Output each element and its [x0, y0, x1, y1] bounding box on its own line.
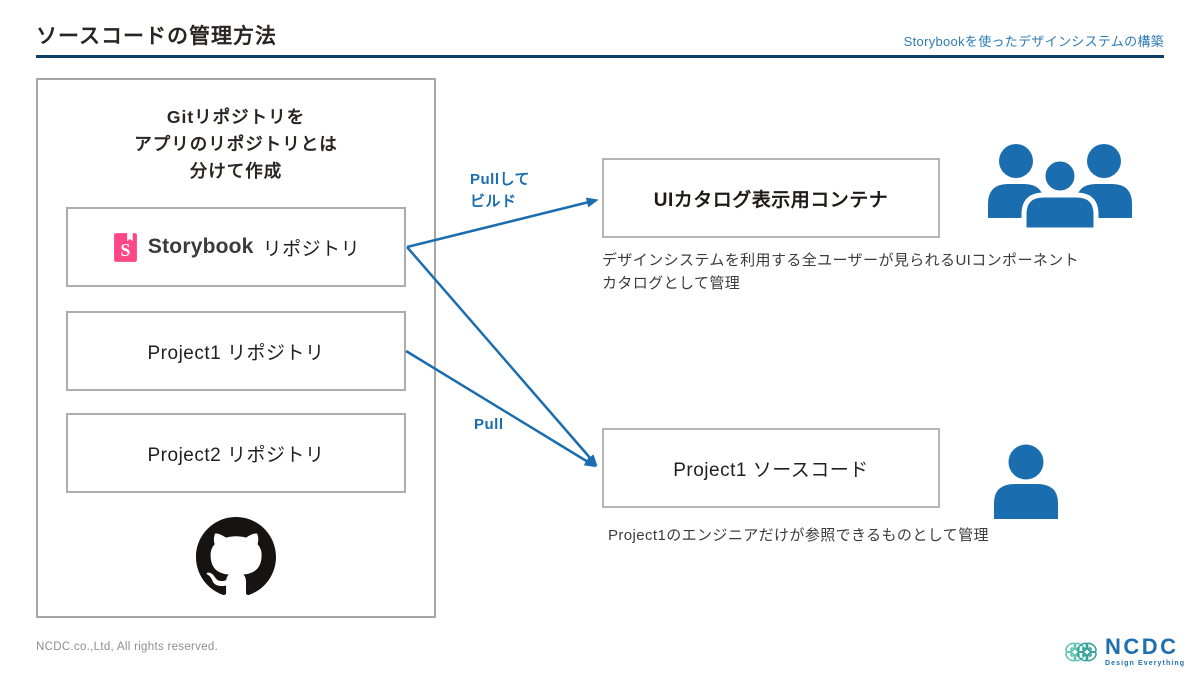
git-repositories-panel: Gitリポジトリを アプリのリポジトリとは 分けて作成 S Storybook … [36, 78, 436, 618]
ncdc-flower-icon [1065, 642, 1097, 661]
single-user-shape [994, 444, 1058, 519]
project2-repo-box: Project2 リポジトリ [66, 413, 406, 493]
github-icon [196, 517, 276, 597]
storybook-logo-letter: S [120, 239, 130, 259]
ui-catalog-title: UIカタログ表示用コンテナ [653, 189, 889, 211]
project1-source-title: Project1 ソースコード [673, 459, 869, 481]
three-users-icon [988, 144, 1132, 233]
pull-and-build-label-line: Pullして [470, 171, 531, 188]
single-user-icon [988, 441, 1064, 524]
ncdc-brand-text: NCDC [1105, 634, 1179, 659]
ncdc-tagline-text: Design Everything [1105, 660, 1186, 667]
project1-source-description-line: Project1のエンジニアだけが参照できるものとして管理 [608, 527, 989, 544]
storybook-brand-text: Storybook [147, 235, 254, 258]
page-subtitle: Storybookを使ったデザインシステムの構築 [903, 34, 1164, 49]
single-user-icon-svg [994, 444, 1058, 519]
storybook-icon: S [114, 232, 137, 262]
ncdc-logo-text: NCDC Design Everything [1105, 634, 1186, 668]
pull-and-build-label-line: ビルド [470, 192, 517, 210]
project1-repo-label: Project1 リポジトリ [147, 342, 325, 364]
storybook-book-shape [114, 232, 137, 262]
github-octocat-icon [196, 517, 276, 596]
git-note-line: Gitリポジトリを [166, 107, 306, 127]
git-note: Gitリポジトリを アプリのリポジトリとは 分けて作成 [38, 104, 434, 185]
users-group-icon [984, 138, 1136, 235]
git-note-line: 分けて作成 [189, 161, 283, 182]
project2-repo-label: Project2 リポジトリ [147, 444, 325, 466]
ui-catalog-container-box: UIカタログ表示用コンテナ [602, 158, 940, 238]
front-center-user [1021, 156, 1099, 233]
project1-source-description: Project1のエンジニアだけが参照できるものとして管理 [608, 524, 989, 547]
pull-and-build-label: Pullして ビルド [470, 169, 530, 213]
pull-label: Pull [474, 416, 504, 433]
storybook-repo-box: S Storybook リポジトリ [66, 207, 406, 287]
ncdc-logo: NCDC Design Everything [1063, 636, 1185, 667]
project1-source-box: Project1 ソースコード [602, 428, 940, 508]
copyright-text: NCDC.co.,Ltd, All rights reserved. [36, 641, 219, 653]
ncdc-flower-right [1077, 642, 1097, 661]
ui-catalog-description-line: カタログとして管理 [602, 275, 741, 293]
page-title: ソースコードの管理方法 [36, 25, 277, 48]
title-underline [36, 55, 1164, 58]
git-note-line: アプリのリポジトリとは [134, 134, 338, 155]
github-octocat-path [196, 517, 276, 596]
project1-repo-box: Project1 リポジトリ [66, 311, 406, 391]
ui-catalog-description: デザインシステムを利用する全ユーザーが見られるUIコンポーネント カタログとして… [602, 249, 1079, 296]
ui-catalog-description-line: デザインシステムを利用する全ユーザーが見られるUIコンポーネント [602, 252, 1080, 269]
storybook-repo-label: リポジトリ [262, 238, 361, 260]
